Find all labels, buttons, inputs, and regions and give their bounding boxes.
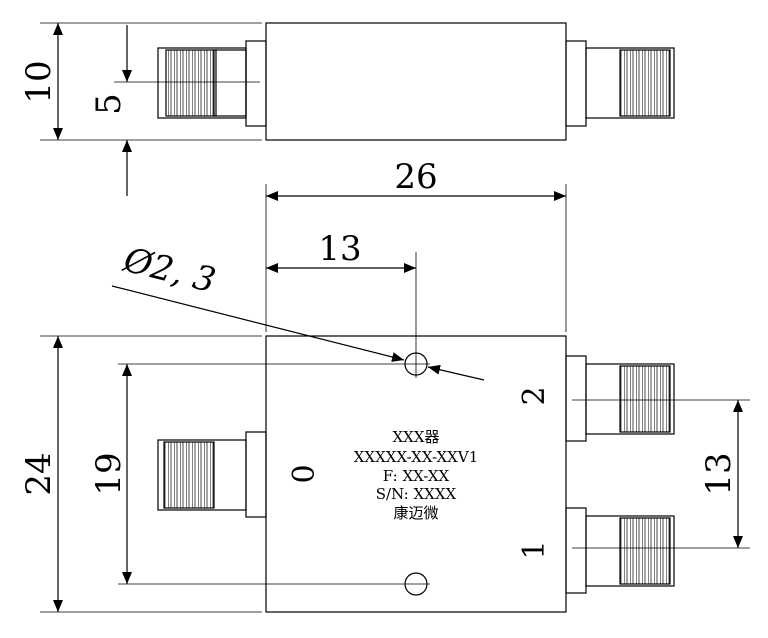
top-right-connector <box>585 47 675 119</box>
nameplate: XXX器 XXXXX-XX-XXV1 F: XX-XX S/N: XXXX 康迈… <box>354 428 478 522</box>
top-right-flange <box>565 40 587 127</box>
nameplate-line-3: F: XX-XX <box>383 467 450 485</box>
dim-label-26: 26 <box>394 157 437 197</box>
top-view <box>40 22 675 141</box>
port-label-input: 0 <box>287 464 322 483</box>
nameplate-line-4: S/N: XXXX <box>376 485 457 503</box>
hole-diameter-leader <box>111 285 405 362</box>
output-connector-1 <box>585 515 675 587</box>
dim-label-10: 10 <box>19 60 59 103</box>
nameplate-line-1: XXX器 <box>392 428 439 446</box>
top-view-body <box>265 22 567 141</box>
dim-label-24: 24 <box>19 452 59 495</box>
port-label-2: 2 <box>517 386 552 405</box>
input-connector <box>157 439 247 511</box>
front-view <box>40 184 750 613</box>
dim-label-5: 5 <box>89 93 129 115</box>
dim-label-19: 19 <box>89 452 129 495</box>
nameplate-line-2: XXXXX-XX-XXV1 <box>354 448 478 466</box>
top-left-flange <box>245 40 267 127</box>
output-connector-2 <box>585 363 675 435</box>
dim-label-13-hole: 13 <box>318 229 361 269</box>
nameplate-line-5: 康迈微 <box>393 504 438 522</box>
top-left-connector <box>157 47 247 119</box>
port-label-1: 1 <box>517 540 552 559</box>
dim-label-13-ports: 13 <box>699 452 739 495</box>
